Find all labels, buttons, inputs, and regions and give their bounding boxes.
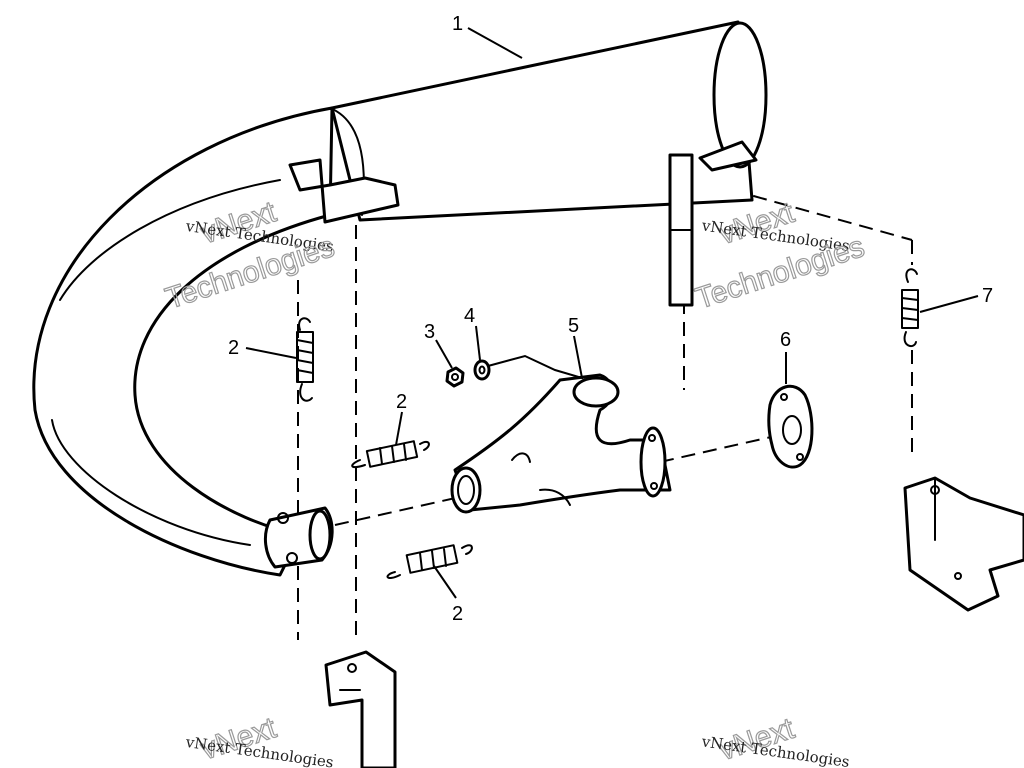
watermark-group-bottom-right: vNext vNext Technologies <box>700 711 851 768</box>
spring-right <box>901 268 919 348</box>
callout-2-middle: 2 <box>396 391 407 413</box>
callout-2-lower: 2 <box>452 603 463 625</box>
y-manifold <box>450 373 672 514</box>
spring-upper-left <box>296 317 314 402</box>
spring-middle <box>351 440 430 469</box>
callout-4: 4 <box>464 305 475 327</box>
callout-labels: 1 2 2 2 2 3 4 5 6 7 <box>228 13 993 625</box>
watermark-group-bottom-left: vNext vNext Technologies <box>184 711 335 768</box>
frame-bracket-right <box>903 476 1024 612</box>
watermark-group-right: vNext vNext Technologies Technologies <box>691 195 869 316</box>
callout-6: 6 <box>780 329 791 351</box>
callout-1: 1 <box>452 13 463 35</box>
gasket <box>767 384 814 469</box>
callout-5: 5 <box>568 315 579 337</box>
callout-7: 7 <box>982 285 993 307</box>
spring-lower <box>386 544 473 579</box>
callout-3: 3 <box>424 321 435 343</box>
muffler-assembly <box>32 20 768 577</box>
frame-bracket-bottom <box>324 650 397 768</box>
callout-2-left: 2 <box>228 337 239 359</box>
leader-lines <box>245 27 979 599</box>
nut <box>445 366 465 388</box>
washer <box>473 359 491 381</box>
